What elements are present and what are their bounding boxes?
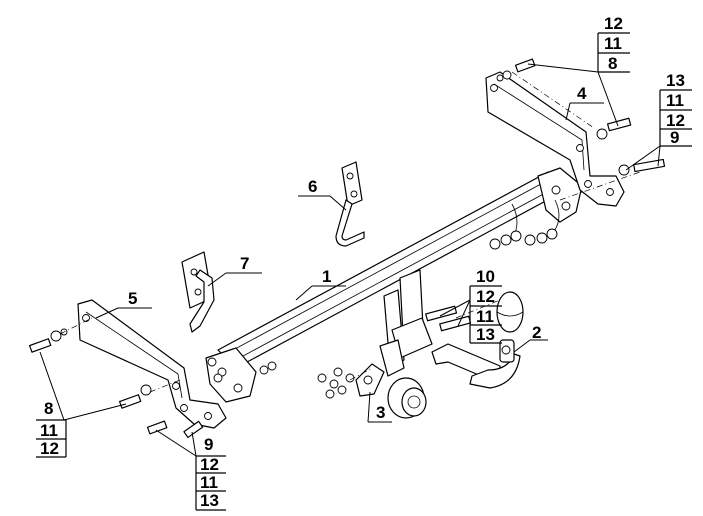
label-part-3: 3 <box>376 403 385 422</box>
callout-stack-middle: 10 12 11 13 <box>469 267 502 344</box>
stack-label: 13 <box>476 325 495 344</box>
label-part-1: 1 <box>322 267 331 286</box>
ball-neck <box>431 291 524 389</box>
stack-label: 12 <box>476 287 495 306</box>
callout-stack-top-right-a: 12 11 8 <box>597 14 630 73</box>
stack-label: 12 <box>200 455 219 474</box>
callout-stack-bottom-left-b: 9 12 11 13 <box>195 435 226 511</box>
stack-label: 9 <box>204 435 213 454</box>
stack-label: 8 <box>608 54 617 73</box>
stack-label: 11 <box>40 421 58 440</box>
stack-label: 9 <box>670 128 679 147</box>
hook-bracket-lower <box>181 251 215 333</box>
fasteners <box>28 58 666 439</box>
stack-label: 12 <box>666 111 685 130</box>
stack-label: 8 <box>44 399 53 418</box>
label-part-4: 4 <box>577 84 587 103</box>
stack-label: 10 <box>476 267 495 286</box>
leader-lines <box>39 63 661 457</box>
right-side-bracket <box>485 71 625 207</box>
hook-bracket-upper <box>335 161 365 247</box>
callout-stack-top-right-b: 13 11 12 9 <box>659 71 692 147</box>
stack-label: 11 <box>604 34 622 53</box>
part-labels: 1 2 3 4 5 6 7 <box>128 84 587 422</box>
cross-beam <box>205 167 583 403</box>
socket-assembly <box>355 339 427 419</box>
stack-label: 13 <box>666 71 685 90</box>
stack-label: 11 <box>476 307 494 326</box>
label-part-6: 6 <box>308 177 317 196</box>
label-part-5: 5 <box>128 289 137 308</box>
stack-label: 13 <box>200 491 219 510</box>
callout-stack-bottom-left-a: 8 11 12 <box>36 399 67 458</box>
stack-label: 12 <box>604 14 623 33</box>
assembly-axes <box>59 71 641 393</box>
stack-label: 12 <box>40 439 59 458</box>
stack-label: 11 <box>666 91 684 110</box>
stack-label: 11 <box>200 473 218 492</box>
label-part-2: 2 <box>532 323 541 342</box>
left-side-bracket <box>77 299 227 429</box>
label-part-7: 7 <box>240 254 249 273</box>
